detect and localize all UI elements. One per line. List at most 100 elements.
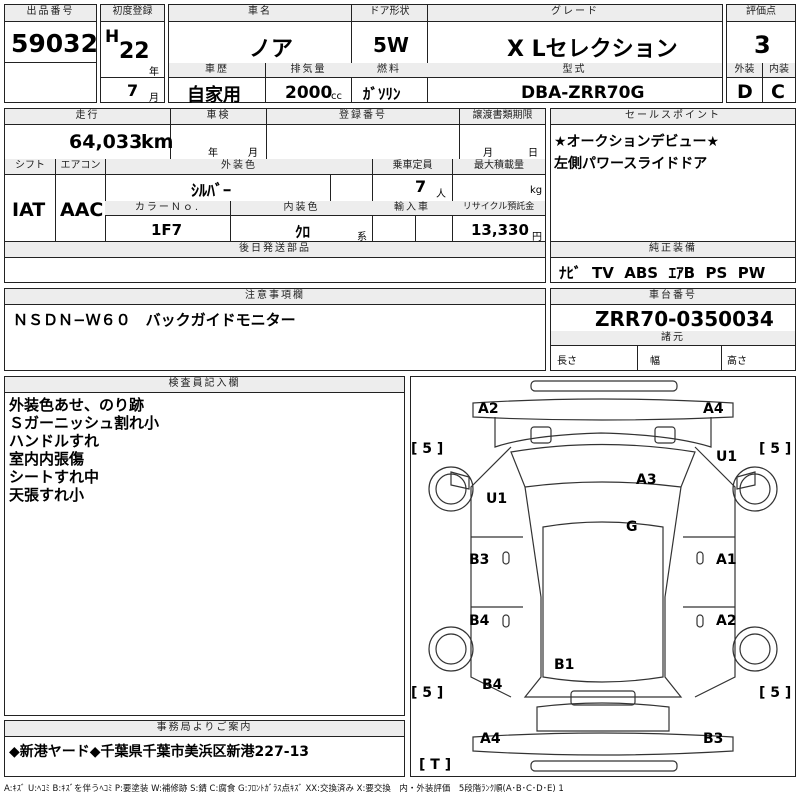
color-number: 1F7 — [151, 221, 183, 239]
tire-tread-front-right: [ 5 ] — [759, 441, 792, 457]
inspector-line: 天張すれ小 — [9, 486, 85, 504]
divider — [351, 5, 352, 102]
divider — [230, 201, 231, 243]
divider — [265, 63, 266, 102]
model-label: 型式 — [427, 63, 722, 78]
car-name: ノア — [249, 37, 294, 62]
later-parts-label: 後日発送部品 — [5, 242, 545, 258]
divider — [637, 346, 638, 370]
sales-point-line: 左側パワースライドドア — [554, 156, 708, 172]
divider — [266, 109, 267, 159]
sales-point-line: ★オークションデビュー★ — [554, 134, 720, 150]
interior-color: ｸﾛ — [295, 223, 311, 241]
office-label: 事務局よりご案内 — [5, 721, 404, 737]
recycle-unit: 円 — [532, 232, 542, 243]
width-label: 幅 — [650, 356, 660, 367]
inspector-line: 室内内張傷 — [9, 450, 85, 468]
door-type: 5W — [373, 33, 409, 57]
mileage-label: 走行 — [5, 109, 170, 125]
docs-day-unit: 日 — [528, 148, 538, 159]
lot-number-label: 出品番号 — [5, 5, 96, 22]
damage-mark-rear-right: B3 — [703, 731, 724, 747]
equipment-item: ABS — [624, 264, 659, 282]
exterior-color-label: 外装色 — [105, 159, 372, 175]
sales-points-label: セールスポイント — [551, 109, 795, 125]
damage-mark-front-right: A4 — [703, 401, 724, 417]
max-load-unit: kg — [530, 185, 543, 196]
damage-mark-right-front-door: A1 — [716, 552, 737, 568]
lot-number-box: 出品番号 59032 — [4, 4, 98, 103]
score-label: 評価点 — [727, 5, 795, 22]
equipment-label: 純正装備 — [551, 242, 795, 258]
history-label: 車歴 — [169, 63, 265, 78]
divider — [427, 5, 428, 102]
equipment-item: PS — [705, 264, 728, 282]
color-number-label: カラーＮｏ. — [105, 201, 230, 216]
divider — [55, 159, 56, 243]
interior-color-label: 内装色 — [230, 201, 372, 216]
length-label: 長さ — [557, 356, 577, 367]
damage-mark-left-front-fender: U1 — [486, 491, 508, 507]
interior-label: 内装 — [762, 63, 795, 78]
fuel-label: 燃料 — [351, 63, 427, 78]
registration-year: 22 — [119, 39, 150, 64]
exterior-grade: D — [737, 81, 753, 103]
notes-label: 注意事項欄 — [5, 289, 545, 305]
mileage: 64,033 — [69, 131, 143, 153]
damage-mark-left-rear-quarter: B4 — [482, 677, 503, 693]
equipment-item: ｴｱB — [668, 264, 696, 282]
notes-text: ＮＳＤＮ−Ｗ６０ バックガイドモニター — [13, 311, 296, 329]
notes-box: 注意事項欄 ＮＳＤＮ−Ｗ６０ バックガイドモニター — [4, 288, 546, 371]
equipment-item: ﾅﾋﾞ — [559, 264, 582, 282]
mileage-unit: km — [141, 131, 174, 153]
chassis-number: ZRR70-0350034 — [595, 307, 774, 331]
damage-mark-left-front-door: B3 — [469, 552, 490, 568]
damage-legend: A:ｷｽﾞ U:ﾍｺﾐ B:ｷｽﾞを伴うﾍｺﾐ P:要塗装 W:補修跡 S:錆 … — [4, 784, 564, 794]
inspection-month-unit: 月 — [248, 148, 258, 159]
inspector-line: ハンドルすれ — [9, 432, 100, 450]
inspector-line: 外装色あせ、のり跡 — [9, 396, 145, 414]
divider — [330, 175, 331, 201]
car-outline-drawing — [428, 380, 778, 772]
divider — [459, 109, 460, 159]
tire-tread-rear-right: [ 5 ] — [759, 685, 792, 701]
docs-month-unit: 月 — [483, 148, 493, 159]
inspector-box: 検査員記入欄 外装色あせ、のり跡 Ｓガーニッシュ割れ小 ハンドルすれ 室内内張傷… — [4, 376, 405, 716]
recycle-label: リサイクル預託金 — [452, 201, 545, 216]
inspector-line: Ｓガーニッシュ割れ小 — [9, 414, 160, 432]
divider — [415, 216, 416, 243]
chassis-box: 車台番号 ZRR70-0350034 諸元 長さ 幅 高さ — [550, 288, 796, 371]
shift-label: シフト — [5, 159, 55, 175]
equipment-box: 純正装備 ﾅﾋﾞ TV ABS ｴｱB PS PW — [550, 241, 796, 283]
score-box: 評価点 3 外装 内装 D C — [726, 4, 796, 103]
model-code: DBA-ZRR70G — [521, 83, 645, 103]
tire-tread-rear-left: [ 5 ] — [411, 685, 444, 701]
divider — [170, 109, 171, 159]
capacity-unit: 人 — [436, 189, 446, 200]
interior-grade: C — [771, 81, 785, 103]
aircon-label: エアコン — [55, 159, 105, 175]
damage-mark-front-left: A2 — [478, 401, 499, 417]
damage-mark-roof-rear: B1 — [554, 657, 575, 673]
exterior-label: 外装 — [727, 63, 762, 78]
lot-number: 59032 — [11, 29, 98, 58]
tire-tread-spare: [ T ] — [419, 757, 452, 773]
door-label: ドア形状 — [351, 5, 427, 22]
equipment-items: ﾅﾋﾞ TV ABS ｴｱB PS PW — [559, 262, 765, 283]
chassis-label: 車台番号 — [551, 289, 795, 305]
docs-deadline-label: 譲渡書類期限 — [459, 109, 545, 125]
later-parts-box: 後日発送部品 — [4, 241, 546, 283]
displacement: 2000 — [285, 83, 333, 103]
inspector-notes: 外装色あせ、のり跡 Ｓガーニッシュ割れ小 ハンドルすれ 室内内張傷 シートすれ中… — [9, 396, 159, 504]
overall-score: 3 — [754, 31, 771, 59]
divider — [721, 346, 722, 370]
inspector-label: 検査員記入欄 — [5, 377, 404, 393]
displacement-label: 排気量 — [265, 63, 351, 78]
height-label: 高さ — [727, 356, 747, 367]
inspection-label: 車検 — [170, 109, 266, 125]
exterior-color: ｼﾙﾊﾞｰ — [191, 181, 232, 200]
office-text: ◆新港ヤード◆千葉県千葉市美浜区新港227-13 — [9, 744, 310, 760]
damage-mark-right-rear-door: A2 — [716, 613, 737, 629]
inspection-year-unit: 年 — [208, 148, 218, 159]
damage-mark-roof-front: A3 — [636, 472, 657, 488]
